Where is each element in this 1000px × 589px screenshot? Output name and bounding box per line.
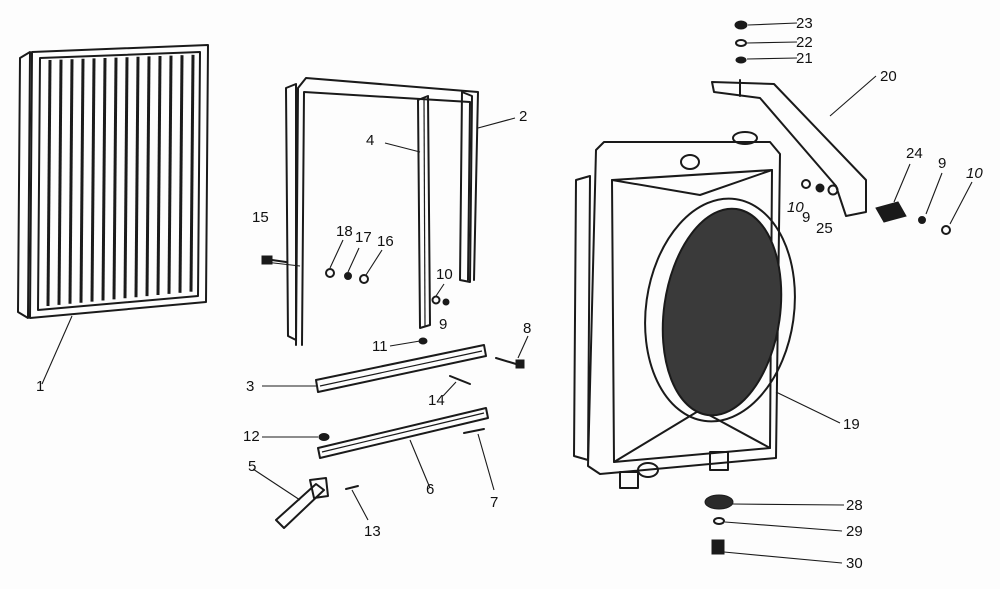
callout-7: 7 [490,494,498,511]
grille-slat [167,55,173,294]
callout-23: 23 [796,15,813,32]
grille-slat [156,55,162,296]
hardware-right [801,179,951,235]
hardware-bottom [704,494,734,555]
callout-24: 24 [906,145,923,162]
callout-2: 2 [519,108,527,125]
grille-slat [123,57,129,299]
callout-8: 8 [523,320,531,337]
callout-16: 16 [377,233,394,250]
grille-slat [189,54,195,292]
grille-slat [112,57,118,300]
callout-4: 4 [366,132,374,149]
callout-18: 18 [336,223,353,240]
part-vertical-bar [417,95,431,329]
callout-9-mid: 9 [802,209,810,226]
callout-29: 29 [846,523,863,540]
callout-17: 17 [355,229,372,246]
part-strip-3 [315,344,487,393]
part-strip-6 [317,407,489,459]
callout-6: 6 [426,481,434,498]
callout-21: 21 [796,50,813,67]
callout-20: 20 [880,68,897,85]
callout-1: 1 [36,378,44,395]
part-radiator [573,131,796,489]
callout-10-mid: 10 [787,199,804,216]
grille-slats [46,54,195,307]
callout-10-far-right: 10 [966,165,983,182]
grille-slat [178,55,184,293]
callout-labels: 1 2 4 15 18 17 16 10 9 11 8 3 14 12 5 6 … [36,15,983,572]
callout-9-left: 9 [439,316,447,333]
hardware-top [734,20,748,64]
grille-slat [145,56,151,297]
hardware-left [261,255,525,490]
leader-lines [41,22,973,564]
part-support-arm [711,79,867,217]
callout-3: 3 [246,378,254,395]
part-bracket-5 [275,477,329,529]
part-frame [285,77,479,346]
callout-14: 14 [428,392,445,409]
callout-19: 19 [843,416,860,433]
callout-15: 15 [252,209,269,226]
callout-12: 12 [243,428,260,445]
grille-slat [134,56,140,298]
part-grille [17,44,209,319]
callout-10-left: 10 [436,266,453,283]
grille-slat [46,59,52,307]
grille-slat [68,59,74,304]
callout-28: 28 [846,497,863,514]
grille-slat [57,59,63,305]
grille-slat [79,58,85,303]
callout-5: 5 [248,458,256,475]
callout-11: 11 [372,338,388,355]
callout-9-right: 9 [938,155,946,172]
callout-25: 25 [816,220,833,237]
grille-slat [101,57,107,301]
callout-22: 22 [796,34,813,51]
grille-slat [90,58,96,302]
callout-13: 13 [364,523,381,540]
callout-30: 30 [846,555,863,572]
